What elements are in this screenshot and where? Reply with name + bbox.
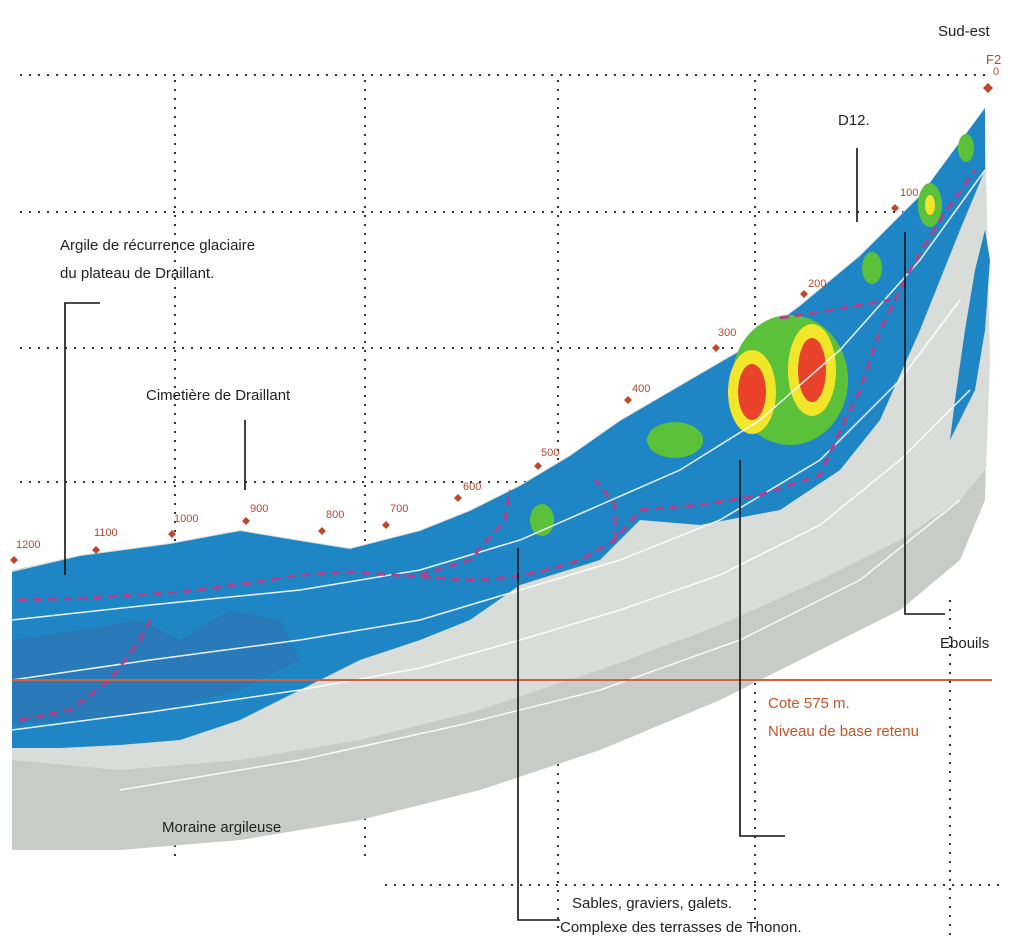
green-anomaly-6	[958, 134, 974, 162]
marker-diamond	[382, 521, 390, 529]
sables-label-line1: Sables, graviers, galets.	[572, 895, 732, 912]
marker-diamond	[800, 290, 808, 298]
marker-diamond	[168, 530, 176, 538]
f2-label: F2	[986, 52, 1001, 67]
blue-lower-patch	[12, 610, 300, 725]
direction-label: Sud-est	[938, 23, 991, 40]
green-anomaly-1	[530, 504, 554, 536]
moraine-label: Moraine argileuse	[162, 819, 281, 836]
distance-label-500: 500	[541, 447, 559, 459]
cote-label-line2: Niveau de base retenu	[768, 723, 919, 740]
distance-label-1000: 1000	[174, 513, 198, 525]
marker-diamond	[891, 204, 899, 212]
distance-label-800: 800	[326, 509, 344, 521]
strata-lines	[11, 169, 986, 791]
sables-label-line2: Complexe des terrasses de Thonon.	[560, 919, 802, 936]
distance-label-300: 300	[718, 327, 736, 339]
red-anomaly-1	[738, 364, 766, 420]
eboulis-label: Ebouils	[940, 635, 989, 652]
cote-label-line1: Cote 575 m.	[768, 695, 850, 712]
distance-label-100: 100	[900, 187, 918, 199]
distance-label-600: 600	[463, 481, 481, 493]
blue-right-strip	[950, 230, 990, 440]
argile-label-line1: Argile de récurrence glaciaire	[60, 237, 255, 254]
marker-diamond	[242, 517, 250, 525]
red-anomaly-2	[798, 338, 826, 402]
marker-diamond	[318, 527, 326, 535]
argile-label-line2: du plateau de Draillant.	[60, 265, 214, 282]
distance-label-1100: 1100	[94, 527, 118, 539]
marker-diamond	[10, 556, 18, 564]
distance-label-900: 900	[250, 503, 268, 515]
leader-lines	[64, 148, 945, 921]
distance-markers: 1200 1100 1000 900 800 700 600 500 400 3…	[10, 187, 918, 564]
boundary-lines	[17, 169, 977, 722]
distance-label-1200: 1200	[16, 539, 40, 551]
marker-diamond	[712, 344, 720, 352]
marker-diamond	[454, 494, 462, 502]
marker-diamond	[624, 396, 632, 404]
distance-label-400: 400	[632, 383, 650, 395]
moraine-shade	[12, 470, 985, 850]
profile-label: D12.	[838, 112, 870, 129]
marker-diamond	[534, 462, 542, 470]
green-anomaly-4	[862, 252, 882, 284]
f2-zero-label: 0	[993, 66, 999, 78]
blue-layer	[12, 108, 985, 748]
green-anomaly-2	[647, 422, 703, 458]
marker-diamond	[92, 546, 100, 554]
cimetiere-label: Cimetière de Draillant	[146, 387, 291, 404]
distance-label-700: 700	[390, 503, 408, 515]
f2-marker	[983, 83, 993, 93]
distance-label-200: 200	[808, 278, 826, 290]
yellow-anomaly-3	[925, 195, 935, 215]
